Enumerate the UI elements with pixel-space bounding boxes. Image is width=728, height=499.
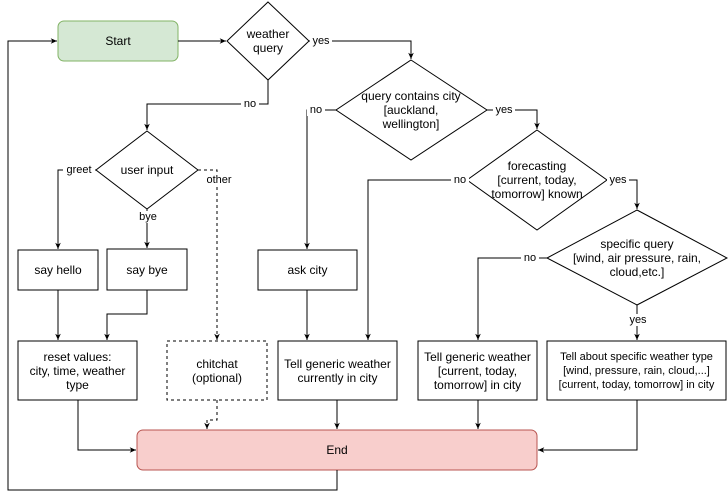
tell-generic-forecast-box xyxy=(417,340,538,401)
say-bye-box xyxy=(106,248,188,291)
chitchat-box xyxy=(166,340,268,401)
edge-label-city-no: no xyxy=(307,104,325,116)
edge-label-weather-yes: yes xyxy=(310,35,332,47)
edge-user-input-other xyxy=(198,169,220,340)
end-label: End xyxy=(326,443,348,457)
edge-forecasting-no xyxy=(365,179,467,340)
say-bye-label: say bye xyxy=(126,262,168,277)
edge-label-specific-yes: yes xyxy=(627,314,649,326)
tell-specific-box xyxy=(546,340,727,401)
chitchat-label: chitchat (optional) xyxy=(191,356,243,385)
reset-values-box xyxy=(17,340,138,401)
tell-specific-label: Tell about specific weather type [wind, … xyxy=(558,350,715,391)
edge-label-other: other xyxy=(203,174,235,186)
say-hello-label: say hello xyxy=(34,263,82,277)
ask-city-box xyxy=(257,249,358,291)
edge-tell-specific-to-end xyxy=(538,400,638,453)
edge-chitchat-to-end xyxy=(204,400,218,429)
query-contains-city-diamond xyxy=(335,59,488,161)
tell-generic-forecast-label: Tell generic weather [current, today, to… xyxy=(424,349,531,392)
edge-reset-to-end xyxy=(77,400,136,453)
edge-label-greet: greet xyxy=(63,164,95,176)
start-label: Start xyxy=(105,34,131,48)
tell-generic-current-label: Tell generic weather currently in city xyxy=(284,356,391,385)
edge-say-bye-to-reset xyxy=(104,290,148,340)
edge-specific-query-no xyxy=(475,257,547,340)
specific-query-label: specific query [wind, air pressure, rain… xyxy=(572,237,702,279)
weather-query-label: weather query xyxy=(246,27,290,55)
user-input-label: user input xyxy=(120,163,174,177)
forecasting-label: forecasting [current, today, tomorrow] k… xyxy=(491,159,583,201)
reset-values-label: reset values: city, time, weather type xyxy=(29,349,126,392)
edge-weather-query-yes xyxy=(309,40,414,59)
say-hello-box xyxy=(17,249,99,291)
edge-label-weather-no: no xyxy=(241,98,259,110)
edge-user-input-greet xyxy=(55,169,96,249)
edge-end-loop-to-start xyxy=(7,38,338,491)
edge-label-specific-no: no xyxy=(521,252,539,264)
ask-city-label: ask city xyxy=(287,263,328,277)
tell-generic-current-box xyxy=(277,340,398,401)
edge-label-forecast-yes: yes xyxy=(607,174,629,186)
edge-weather-query-no xyxy=(144,80,269,130)
edge-label-forecast-no: no xyxy=(451,174,469,186)
forecasting-diamond xyxy=(466,129,608,231)
edge-label-bye: bye xyxy=(137,211,159,223)
query-contains-city-label: query contains city [auckland, wellingto… xyxy=(361,89,461,131)
edge-label-city-yes: yes xyxy=(493,104,515,116)
edge-query-city-no xyxy=(304,109,336,249)
